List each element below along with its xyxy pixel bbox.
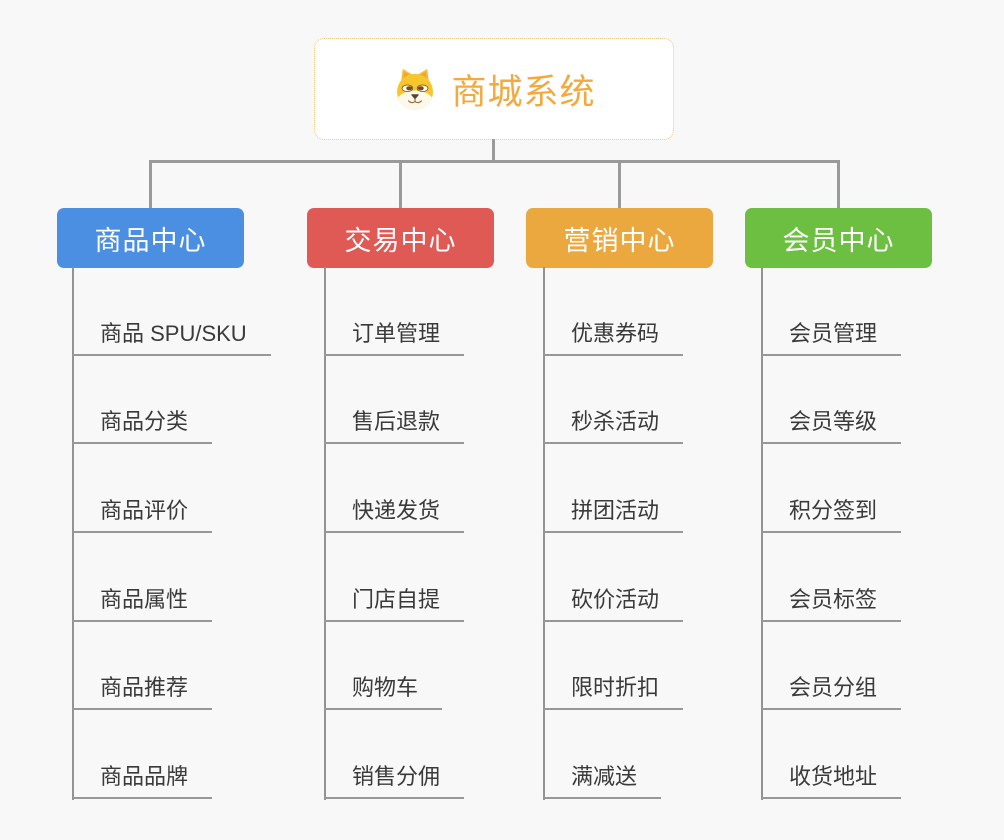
leaf-order-management[interactable]: 订单管理: [324, 267, 465, 356]
leaf-product-category[interactable]: 商品分类: [72, 356, 213, 445]
column-marketing-center: 优惠券码 秒杀活动 拼团活动 砍价活动 限时折扣 满减送: [543, 267, 684, 800]
branch-node-trade-center[interactable]: 交易中心: [307, 208, 494, 268]
leaf-sales-commission[interactable]: 销售分佣: [324, 710, 465, 800]
shiba-dog-icon: [397, 68, 434, 110]
connector-drop-trade: [399, 160, 402, 209]
leaf-spend-and-save[interactable]: 满减送: [543, 710, 662, 800]
leaf-flash-sale[interactable]: 秒杀活动: [543, 356, 684, 445]
connector-drop-members: [837, 160, 840, 209]
trunk-trade-center: [324, 267, 326, 800]
leaf-express-delivery[interactable]: 快递发货: [324, 444, 465, 534]
column-product-center: 商品 SPU/SKU 商品分类 商品评价 商品属性 商品推荐 商品品牌: [72, 267, 271, 800]
root-node-mall-system[interactable]: 商城系统: [314, 38, 674, 140]
connector-bus: [149, 160, 840, 163]
trunk-marketing-center: [543, 267, 545, 800]
leaf-points-checkin[interactable]: 积分签到: [761, 444, 902, 534]
branch-node-member-center[interactable]: 会员中心: [745, 208, 932, 268]
leaf-member-groups[interactable]: 会员分组: [761, 622, 902, 711]
leaf-member-tags[interactable]: 会员标签: [761, 533, 902, 622]
column-trade-center: 订单管理 售后退款 快递发货 门店自提 购物车 销售分佣: [324, 267, 465, 800]
leaf-member-level[interactable]: 会员等级: [761, 356, 902, 445]
connector-drop-products: [149, 160, 152, 209]
leaf-group-buy[interactable]: 拼团活动: [543, 444, 684, 534]
leaf-shipping-address[interactable]: 收货地址: [761, 710, 902, 800]
column-member-center: 会员管理 会员等级 积分签到 会员标签 会员分组 收货地址: [761, 267, 902, 800]
leaf-bargain-activity[interactable]: 砍价活动: [543, 533, 684, 622]
leaf-store-pickup[interactable]: 门店自提: [324, 533, 465, 622]
trunk-member-center: [761, 267, 763, 800]
leaf-product-attribute[interactable]: 商品属性: [72, 533, 213, 622]
leaf-product-spu-sku[interactable]: 商品 SPU/SKU: [72, 267, 271, 356]
connector-drop-marketing: [618, 160, 621, 209]
trunk-product-center: [72, 267, 74, 800]
leaf-shopping-cart[interactable]: 购物车: [324, 622, 443, 711]
branch-node-product-center[interactable]: 商品中心: [57, 208, 244, 268]
leaf-product-review[interactable]: 商品评价: [72, 444, 213, 534]
leaf-product-brand[interactable]: 商品品牌: [72, 710, 213, 800]
connector-root-stub: [492, 139, 495, 162]
branch-node-marketing-center[interactable]: 营销中心: [526, 208, 713, 268]
leaf-product-recommend[interactable]: 商品推荐: [72, 622, 213, 711]
leaf-aftersale-refund[interactable]: 售后退款: [324, 356, 465, 445]
leaf-member-management[interactable]: 会员管理: [761, 267, 902, 356]
leaf-limited-time-discount[interactable]: 限时折扣: [543, 622, 684, 711]
leaf-coupon-code[interactable]: 优惠券码: [543, 267, 684, 356]
root-title: 商城系统: [451, 72, 596, 112]
